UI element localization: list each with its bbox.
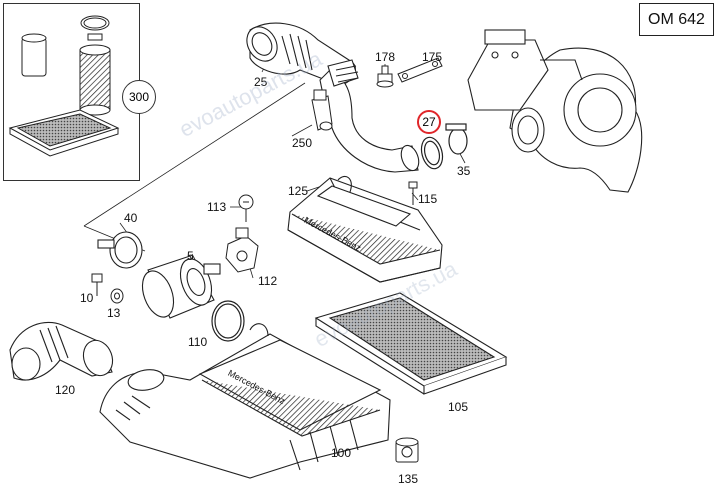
seal-ring-27: [420, 136, 444, 170]
kit-contents: [8, 15, 120, 157]
airbox-upper-125: [287, 175, 443, 283]
oring-110: [211, 300, 245, 342]
part-label-120[interactable]: 120: [55, 383, 76, 397]
bolt-115: [408, 181, 418, 205]
part-label-113[interactable]: 113: [207, 200, 227, 214]
filter-element-105: [314, 292, 508, 395]
maf-sensor-5: [141, 255, 221, 319]
part-label-35[interactable]: 35: [457, 164, 471, 178]
part-label-40[interactable]: 40: [124, 211, 138, 225]
part-label-10[interactable]: 10: [80, 291, 94, 305]
clamp-40: [97, 231, 143, 269]
sensor-250: [311, 89, 333, 131]
turbocharger: [467, 29, 643, 193]
hose-120: [9, 321, 114, 381]
bushing-135: [395, 437, 419, 463]
part-label-105[interactable]: 105: [448, 400, 469, 414]
part-label-100[interactable]: 100: [331, 446, 352, 460]
bracket-175: [397, 57, 443, 83]
part-label-5[interactable]: 5: [187, 249, 194, 263]
kit-label-300[interactable]: 300: [122, 80, 156, 114]
part-label-250[interactable]: 250: [292, 136, 313, 150]
bolt-178: [376, 65, 394, 88]
part-label-13[interactable]: 13: [107, 306, 121, 320]
part-label-135[interactable]: 135: [398, 472, 419, 486]
part-label-175[interactable]: 175: [422, 50, 443, 64]
highlight-label-27[interactable]: 27: [417, 110, 441, 134]
part-label-25[interactable]: 25: [254, 75, 268, 89]
part-label-115[interactable]: 115: [418, 192, 438, 206]
clamp-35: [445, 123, 468, 155]
part-label-178[interactable]: 178: [375, 50, 396, 64]
part-label-110[interactable]: 110: [188, 335, 208, 349]
sensor-112: [225, 227, 259, 273]
part-label-125[interactable]: 125: [288, 184, 309, 198]
airbox-lower-100: [99, 323, 391, 479]
washer-13: [110, 288, 124, 304]
engine-code-label: OM 642: [639, 3, 714, 36]
part-label-112[interactable]: 112: [258, 274, 278, 288]
service-kit-box: [3, 3, 140, 181]
screw-113: [238, 194, 254, 222]
bolt-10: [91, 273, 103, 296]
